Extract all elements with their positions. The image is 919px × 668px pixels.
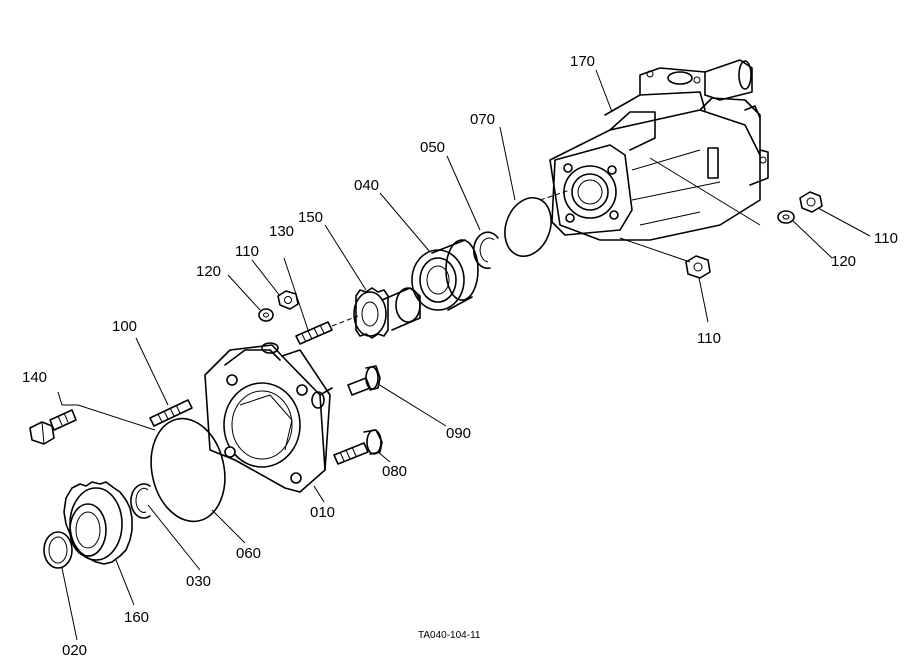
axis-line [331, 315, 359, 327]
part-080-bolt [333, 429, 383, 465]
label-040: 040 [354, 177, 379, 194]
part-100-stud [149, 399, 193, 427]
label-010: 010 [310, 504, 335, 521]
label-020: 020 [62, 642, 87, 659]
part-170-pump-body [549, 59, 769, 241]
part-050-snap-ring [472, 231, 499, 270]
part-010-adapter-housing [204, 342, 333, 493]
label-060: 060 [236, 545, 261, 562]
label-030: 030 [186, 573, 211, 590]
label-150: 150 [298, 209, 323, 226]
label-050: 050 [420, 139, 445, 156]
part-110-nut-right [799, 191, 823, 213]
part-130-stud [295, 321, 333, 345]
part-150-gear-shaft [353, 287, 421, 339]
part-120-washer-left [258, 308, 274, 322]
part-090-bolt [347, 365, 381, 396]
figure-code: TA040-104-11 [418, 630, 481, 641]
label-140: 140 [22, 369, 47, 386]
part-labels: 170 110 120 110 070 050 040 150 130 110 … [22, 53, 898, 659]
label-070: 070 [470, 111, 495, 128]
label-110-right: 110 [874, 230, 898, 247]
part-120-washer-right [777, 210, 795, 224]
label-170: 170 [570, 53, 595, 70]
label-110-left: 110 [235, 243, 259, 260]
part-020-ring [43, 531, 73, 569]
part-110-nut-lower [685, 255, 711, 279]
label-110-lower: 110 [697, 330, 721, 347]
leader-lines [57, 69, 871, 641]
label-080: 080 [382, 463, 407, 480]
label-100: 100 [112, 318, 137, 335]
part-140-bolt [29, 409, 77, 445]
part-060-o-ring [150, 417, 226, 523]
label-160: 160 [124, 609, 149, 626]
label-120-left: 120 [196, 263, 221, 280]
part-110-nut-left [277, 290, 299, 310]
part-040-bearing [411, 239, 479, 311]
part-160-gear [63, 481, 133, 565]
axis-line [539, 189, 571, 201]
label-130: 130 [269, 223, 294, 240]
part-030-snap-ring [130, 483, 151, 519]
part-070-o-ring [504, 197, 552, 257]
label-120-right: 120 [831, 253, 856, 270]
label-090: 090 [446, 425, 471, 442]
